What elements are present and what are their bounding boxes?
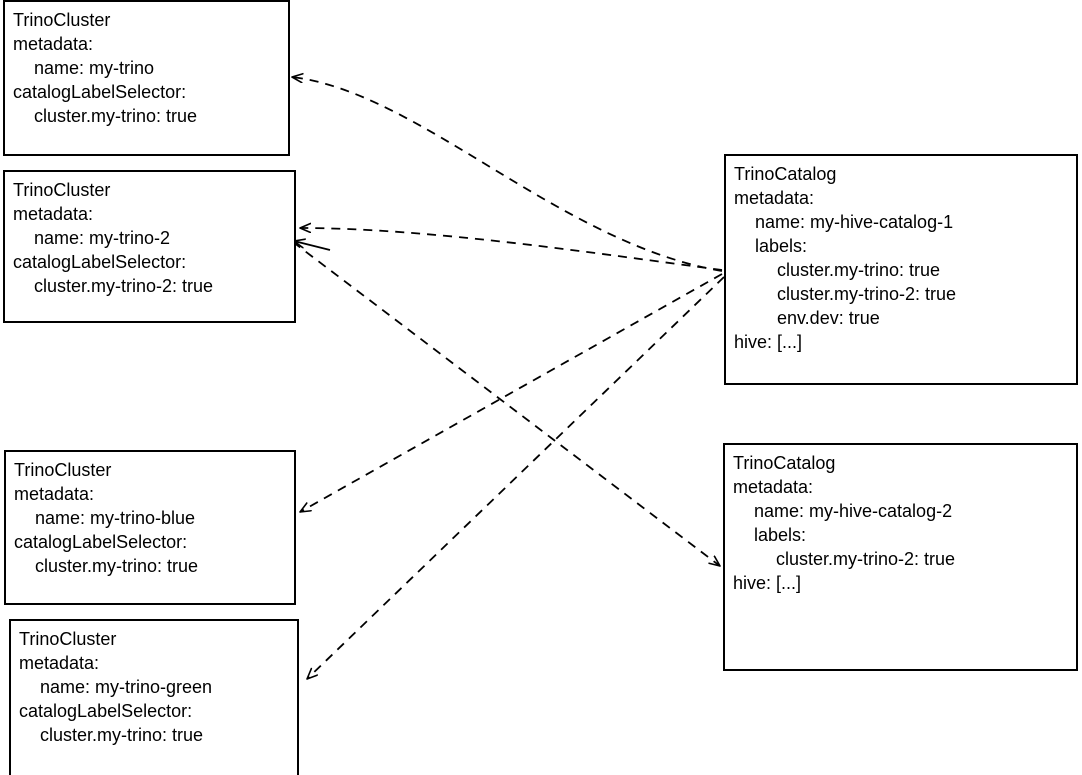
node-line: labels: [755, 236, 808, 256]
node-line: metadata: [14, 484, 95, 504]
edge-catalog1-to-my-trino-green [307, 276, 725, 679]
node-line: TrinoCluster [14, 460, 112, 480]
node-line: catalogLabelSelector: [13, 82, 187, 102]
node-line: catalogLabelSelector: [13, 252, 187, 272]
node-line: TrinoCatalog [734, 164, 837, 184]
node-line: TrinoCatalog [733, 453, 836, 473]
node-line: name: my-hive-catalog-1 [755, 212, 954, 232]
node-line: cluster.my-trino: true [34, 106, 198, 126]
node-catalog-my-hive-catalog-2[interactable]: TrinoCatalog metadata: name: my-hive-cat… [723, 443, 1078, 671]
node-line: labels: [754, 525, 807, 545]
edge-catalog1-to-my-trino [292, 77, 723, 272]
node-line: env.dev: true [777, 308, 880, 328]
node-line: TrinoCluster [19, 629, 117, 649]
node-line: TrinoCluster [13, 180, 111, 200]
node-line: cluster.my-trino: true [35, 556, 199, 576]
node-line: name: my-trino-green [40, 677, 213, 697]
node-line: name: my-trino-blue [35, 508, 196, 528]
node-line: hive: [...] [733, 573, 802, 593]
node-line: cluster.my-trino-2: true [777, 284, 957, 304]
node-cluster-my-trino-2[interactable]: TrinoCluster metadata: name: my-trino-2 … [3, 170, 296, 323]
node-line: metadata: [734, 188, 815, 208]
node-line: metadata: [13, 204, 94, 224]
node-line: name: my-hive-catalog-2 [754, 501, 953, 521]
node-line: metadata: [19, 653, 100, 673]
node-line: cluster.my-trino-2: true [34, 276, 214, 296]
node-cluster-my-trino[interactable]: TrinoCluster metadata: name: my-trino ca… [3, 0, 290, 156]
node-line: cluster.my-trino-2: true [776, 549, 956, 569]
node-line: catalogLabelSelector: [19, 701, 193, 721]
node-line: cluster.my-trino: true [40, 725, 204, 745]
node-line: hive: [...] [734, 332, 803, 352]
node-line: metadata: [733, 477, 814, 497]
node-cluster-my-trino-green[interactable]: TrinoCluster metadata: name: my-trino-gr… [9, 619, 299, 775]
node-line: metadata: [13, 34, 94, 54]
node-line: TrinoCluster [13, 10, 111, 30]
node-line: name: my-trino-2 [34, 228, 171, 248]
node-line: name: my-trino [34, 58, 155, 78]
node-catalog-my-hive-catalog-1[interactable]: TrinoCatalog metadata: name: my-hive-cat… [724, 154, 1078, 385]
edge-arrowhead-my-trino-2-second [294, 241, 331, 251]
edge-catalog1-to-my-trino-2 [300, 228, 723, 271]
edge-catalog1-to-my-trino-blue [300, 273, 723, 512]
node-line: cluster.my-trino: true [777, 260, 941, 280]
node-cluster-my-trino-blue[interactable]: TrinoCluster metadata: name: my-trino-bl… [4, 450, 296, 605]
edge-catalog2-to-my-trino-2 [292, 241, 720, 566]
node-line: catalogLabelSelector: [14, 532, 188, 552]
